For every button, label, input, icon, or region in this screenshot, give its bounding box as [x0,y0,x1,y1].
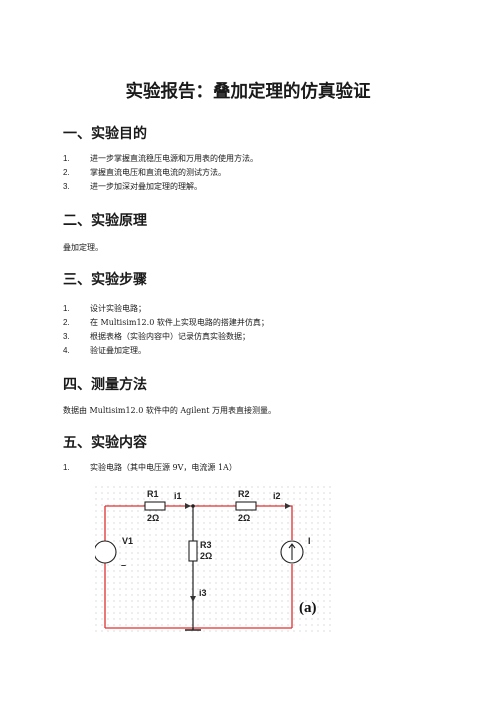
list-item: 3. 进一步加深对叠加定理的理解。 [63,182,202,192]
label-r1-value: 2Ω [147,513,159,523]
current-source-arrow-icon [288,543,296,560]
label-minus: – [121,560,126,570]
list-text: 进一步加深对叠加定理的理解。 [90,182,202,191]
junction-node [191,504,195,508]
list-number: 2. [63,318,70,327]
label-r3-value: 2Ω [200,551,212,561]
list-number: 1. [63,463,70,472]
heading-content: 五、实验内容 [63,435,147,451]
list-number: 1. [63,154,70,163]
page-title: 实验报告：叠加定理的仿真验证 [125,82,371,102]
list-text: 设计实验电路； [90,304,146,313]
list-item: 1. 设计实验电路； [63,304,146,314]
list-item: 2. 掌握直流电压和直流电流的测试方法。 [63,168,226,178]
ground-symbol [185,628,201,631]
list-number: 4. [63,346,70,355]
figure-label: (a) [299,600,317,616]
list-number: 2. [63,168,70,177]
label-current-source: I [308,536,311,546]
method-text: 数据由 Multisim12.0 软件中的 Agilent 万用表直接测量。 [63,406,277,415]
heading-purpose: 一、实验目的 [63,126,147,142]
list-text: 进一步掌握直流稳压电源和万用表的使用方法。 [90,154,258,163]
circuit-diagram: R1 2Ω R2 2Ω R3 2Ω V1 – I i1 i2 i3 (a) [95,486,331,634]
label-i2: i2 [273,491,281,501]
list-text: 实验电路（其中电压源 9V，电流源 1A） [90,463,237,472]
arrow-i3-icon [190,596,196,602]
voltage-source-v1 [95,540,117,564]
list-item: 3. 根据表格（实验内容中）记录仿真实验数据； [63,332,250,342]
heading-steps: 三、实验步骤 [63,272,147,288]
label-r1: R1 [147,489,159,499]
label-r3: R3 [200,540,212,550]
label-r2: R2 [238,489,250,499]
list-text: 在 Multisim12.0 软件上实现电路的搭建并仿真； [90,318,269,327]
resistor-r3 [188,540,198,562]
arrow-i1-icon [185,503,191,509]
resistor-r1 [144,501,166,511]
list-number: 3. [63,182,70,191]
list-number: 3. [63,332,70,341]
heading-principle: 二、实验原理 [63,213,147,229]
circuit-wires [104,505,293,629]
arrow-i2-icon [285,503,291,509]
list-number: 1. [63,304,70,313]
list-item: 4. 验证叠加定理。 [63,346,146,356]
list-text: 根据表格（实验内容中）记录仿真实验数据； [90,332,250,341]
label-i3: i3 [199,588,207,598]
label-v1: V1 [122,536,133,546]
list-text: 验证叠加定理。 [90,346,146,355]
resistor-r2 [235,501,257,511]
list-text: 掌握直流电压和直流电流的测试方法。 [90,168,226,177]
wire-top-right [256,505,293,540]
principle-text: 叠加定理。 [63,243,103,252]
heading-method: 四、测量方法 [63,377,147,393]
label-r2-value: 2Ω [238,513,250,523]
list-item: 1. 实验电路（其中电压源 9V，电流源 1A） [63,463,237,473]
label-i1: i1 [174,491,182,501]
list-item: 1. 进一步掌握直流稳压电源和万用表的使用方法。 [63,154,258,164]
list-item: 2. 在 Multisim12.0 软件上实现电路的搭建并仿真； [63,318,269,328]
